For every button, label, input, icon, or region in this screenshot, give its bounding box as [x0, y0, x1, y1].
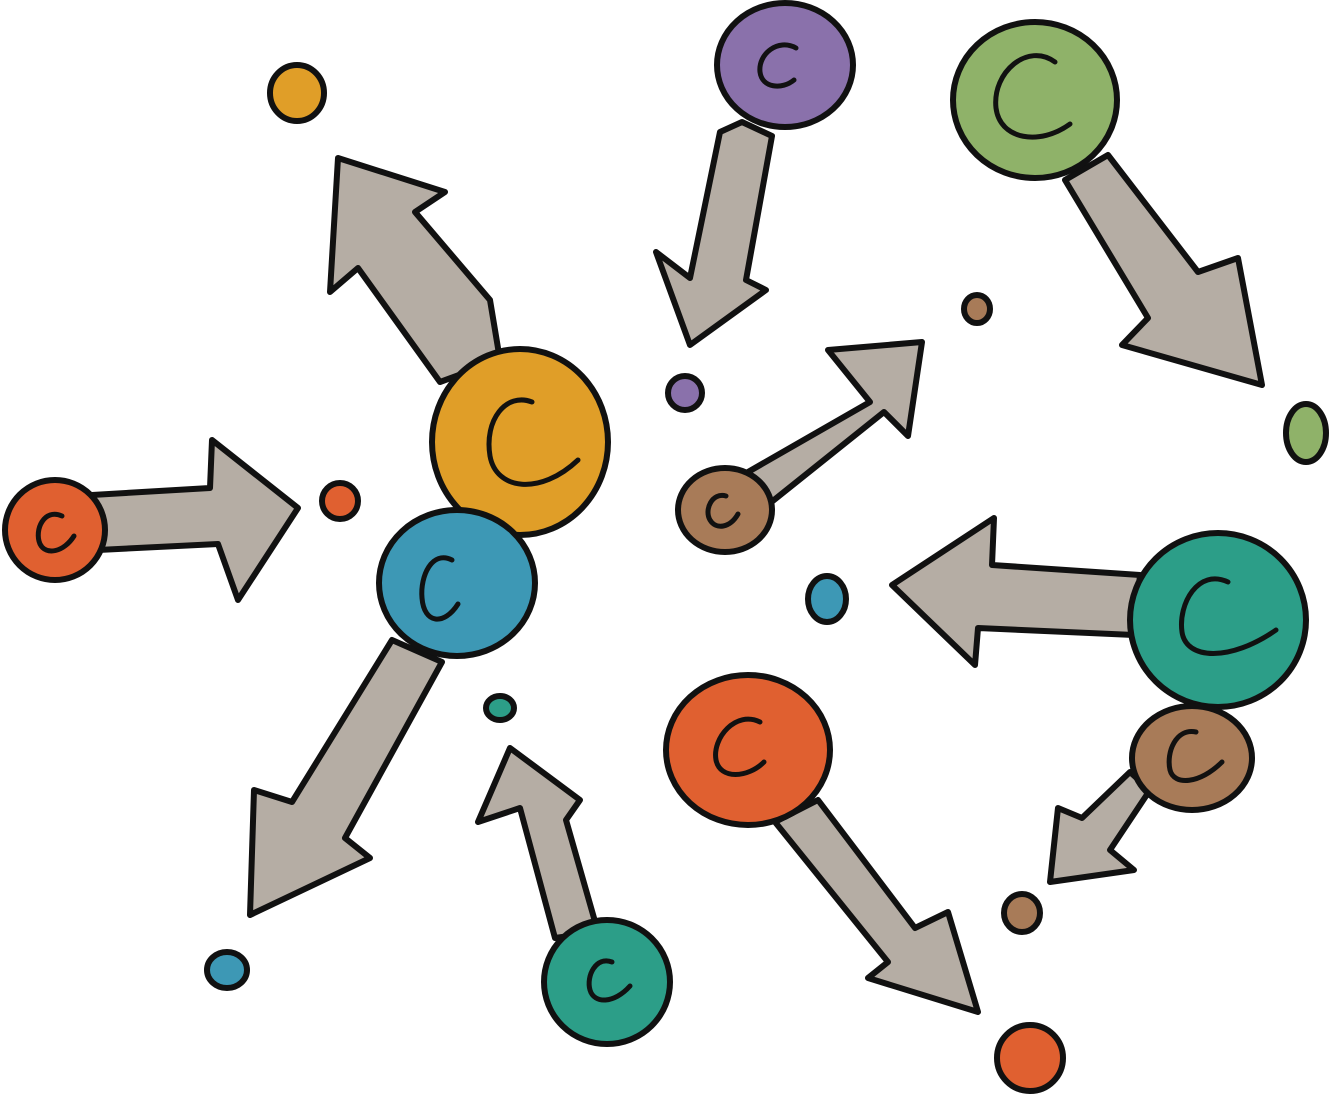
dot-blue-mid: [805, 573, 849, 625]
atom-red-left: [2, 477, 108, 583]
atom-brown-small: [675, 465, 775, 555]
dot-red-bottom: [994, 1022, 1066, 1094]
dot-brown-top: [961, 292, 993, 326]
arrow-up-left: [327, 155, 503, 385]
arrow-down-left-from-brown: [1047, 769, 1153, 885]
atom-orange-center: [429, 346, 611, 538]
arrow-left-from-teal: [889, 515, 1143, 668]
atom-brown-right: [1129, 703, 1255, 813]
dot-orange: [267, 62, 327, 124]
atom-red-bottom: [663, 672, 833, 828]
arrow-down-from-purple: [653, 119, 775, 348]
dot-blue-bottom: [204, 949, 250, 991]
arrow-up-from-teal: [475, 745, 601, 941]
atom-teal-bottom: [541, 917, 673, 1047]
arrow-down-right-from-red: [772, 797, 981, 1015]
arrow-up-right-from-brown: [745, 339, 925, 511]
dot-purple: [665, 373, 705, 413]
dot-green: [1283, 401, 1329, 465]
arrow-down-left: [247, 637, 445, 918]
atom-purple: [714, 0, 856, 130]
atom-teal-right: [1127, 530, 1309, 710]
dot-teal-small: [483, 693, 517, 723]
dot-red-left: [319, 480, 361, 522]
arrow-down-right-from-green: [1062, 152, 1265, 388]
dot-brown-bottom: [1001, 891, 1043, 935]
arrow-right-from-red: [89, 437, 301, 603]
atom-blue-center: [376, 507, 538, 659]
atom-green: [950, 19, 1120, 181]
